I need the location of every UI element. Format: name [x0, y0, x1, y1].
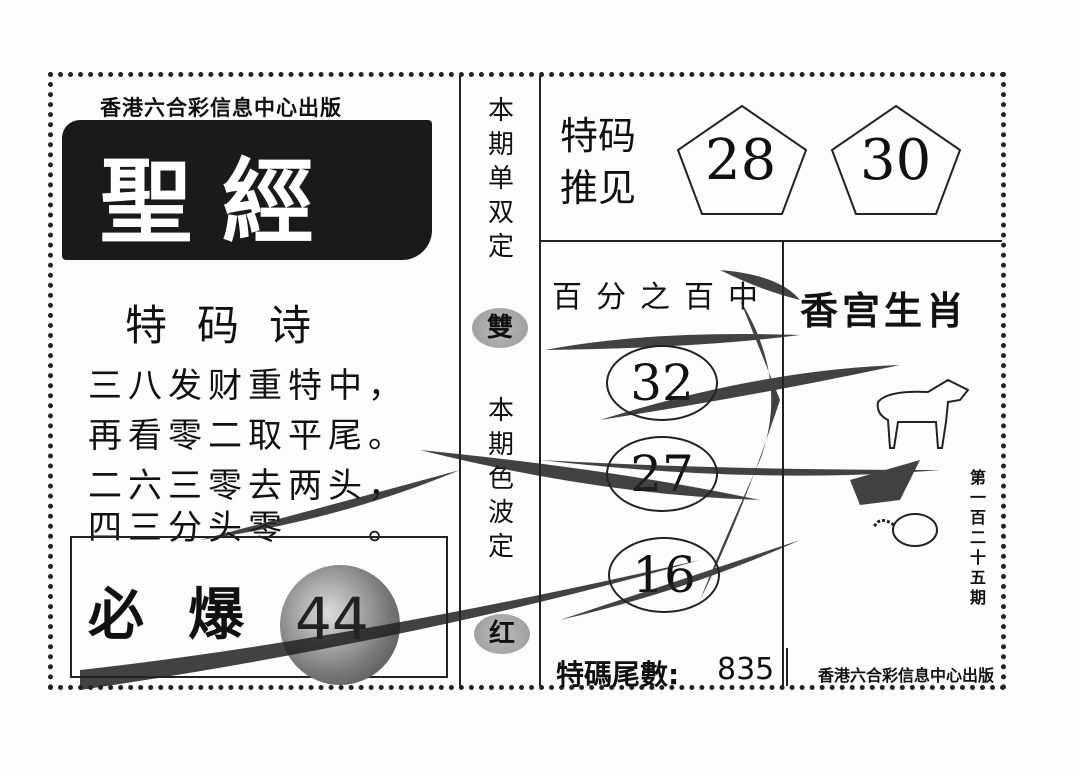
title-banner — [62, 120, 432, 260]
divider — [539, 76, 541, 686]
publisher-header: 香港六合彩信息中心出版 — [100, 96, 342, 120]
divider — [459, 76, 461, 686]
poem-line: 再看零二取平尾。 — [88, 416, 408, 456]
poem-title: 特码诗 — [125, 301, 342, 350]
publisher-footer: 香港六合彩信息中心出版 — [818, 666, 995, 685]
special-number: 30 — [860, 128, 932, 193]
brush-stroke — [560, 540, 800, 620]
poem-line: 二六三零去两头， — [88, 466, 408, 506]
special-label-2: 推见 — [560, 166, 637, 210]
brush-stroke — [850, 460, 920, 505]
poem-line: 三八发财重特中， — [88, 366, 408, 406]
zodiac-label: 香宫生肖 — [800, 289, 969, 333]
odd-even-value: 雙 — [472, 308, 528, 348]
special-label: 特码 推见 — [560, 110, 650, 214]
hundred-label: 百分之百中 — [552, 280, 772, 315]
must-hit-label: 必 — [88, 582, 144, 648]
brush-stroke — [700, 300, 780, 600]
tail-label: 特碼尾數: — [556, 658, 680, 691]
tiger-icon — [872, 513, 938, 547]
brush-stroke — [80, 560, 700, 690]
wave-value: 红 — [474, 614, 530, 654]
brush-stroke — [600, 365, 900, 420]
must-hit-label: 爆 — [188, 582, 244, 648]
page-border — [48, 72, 1006, 690]
ball-icon — [280, 565, 400, 685]
tail-value: 835 — [717, 652, 775, 687]
brush-stroke — [540, 460, 940, 476]
must-hit-box — [70, 536, 448, 678]
brush-stroke — [200, 470, 460, 540]
special-label-1: 特码 — [560, 114, 637, 158]
page-title: 聖經 — [100, 148, 345, 256]
issue-number: 第一百二十五期 — [969, 468, 986, 607]
brush-stroke — [720, 270, 800, 300]
pentagon-icon — [676, 104, 808, 215]
divider — [540, 240, 1002, 242]
pentagon-icon — [830, 104, 962, 215]
ox-icon — [876, 378, 970, 449]
divider — [782, 240, 784, 686]
wave-label: 本期色波定 — [487, 396, 514, 562]
special-number: 28 — [705, 128, 777, 193]
divider — [786, 648, 788, 686]
brush-stroke — [420, 450, 760, 500]
brush-stroke — [545, 334, 800, 350]
odd-even-label: 本期单双定 — [487, 96, 514, 262]
